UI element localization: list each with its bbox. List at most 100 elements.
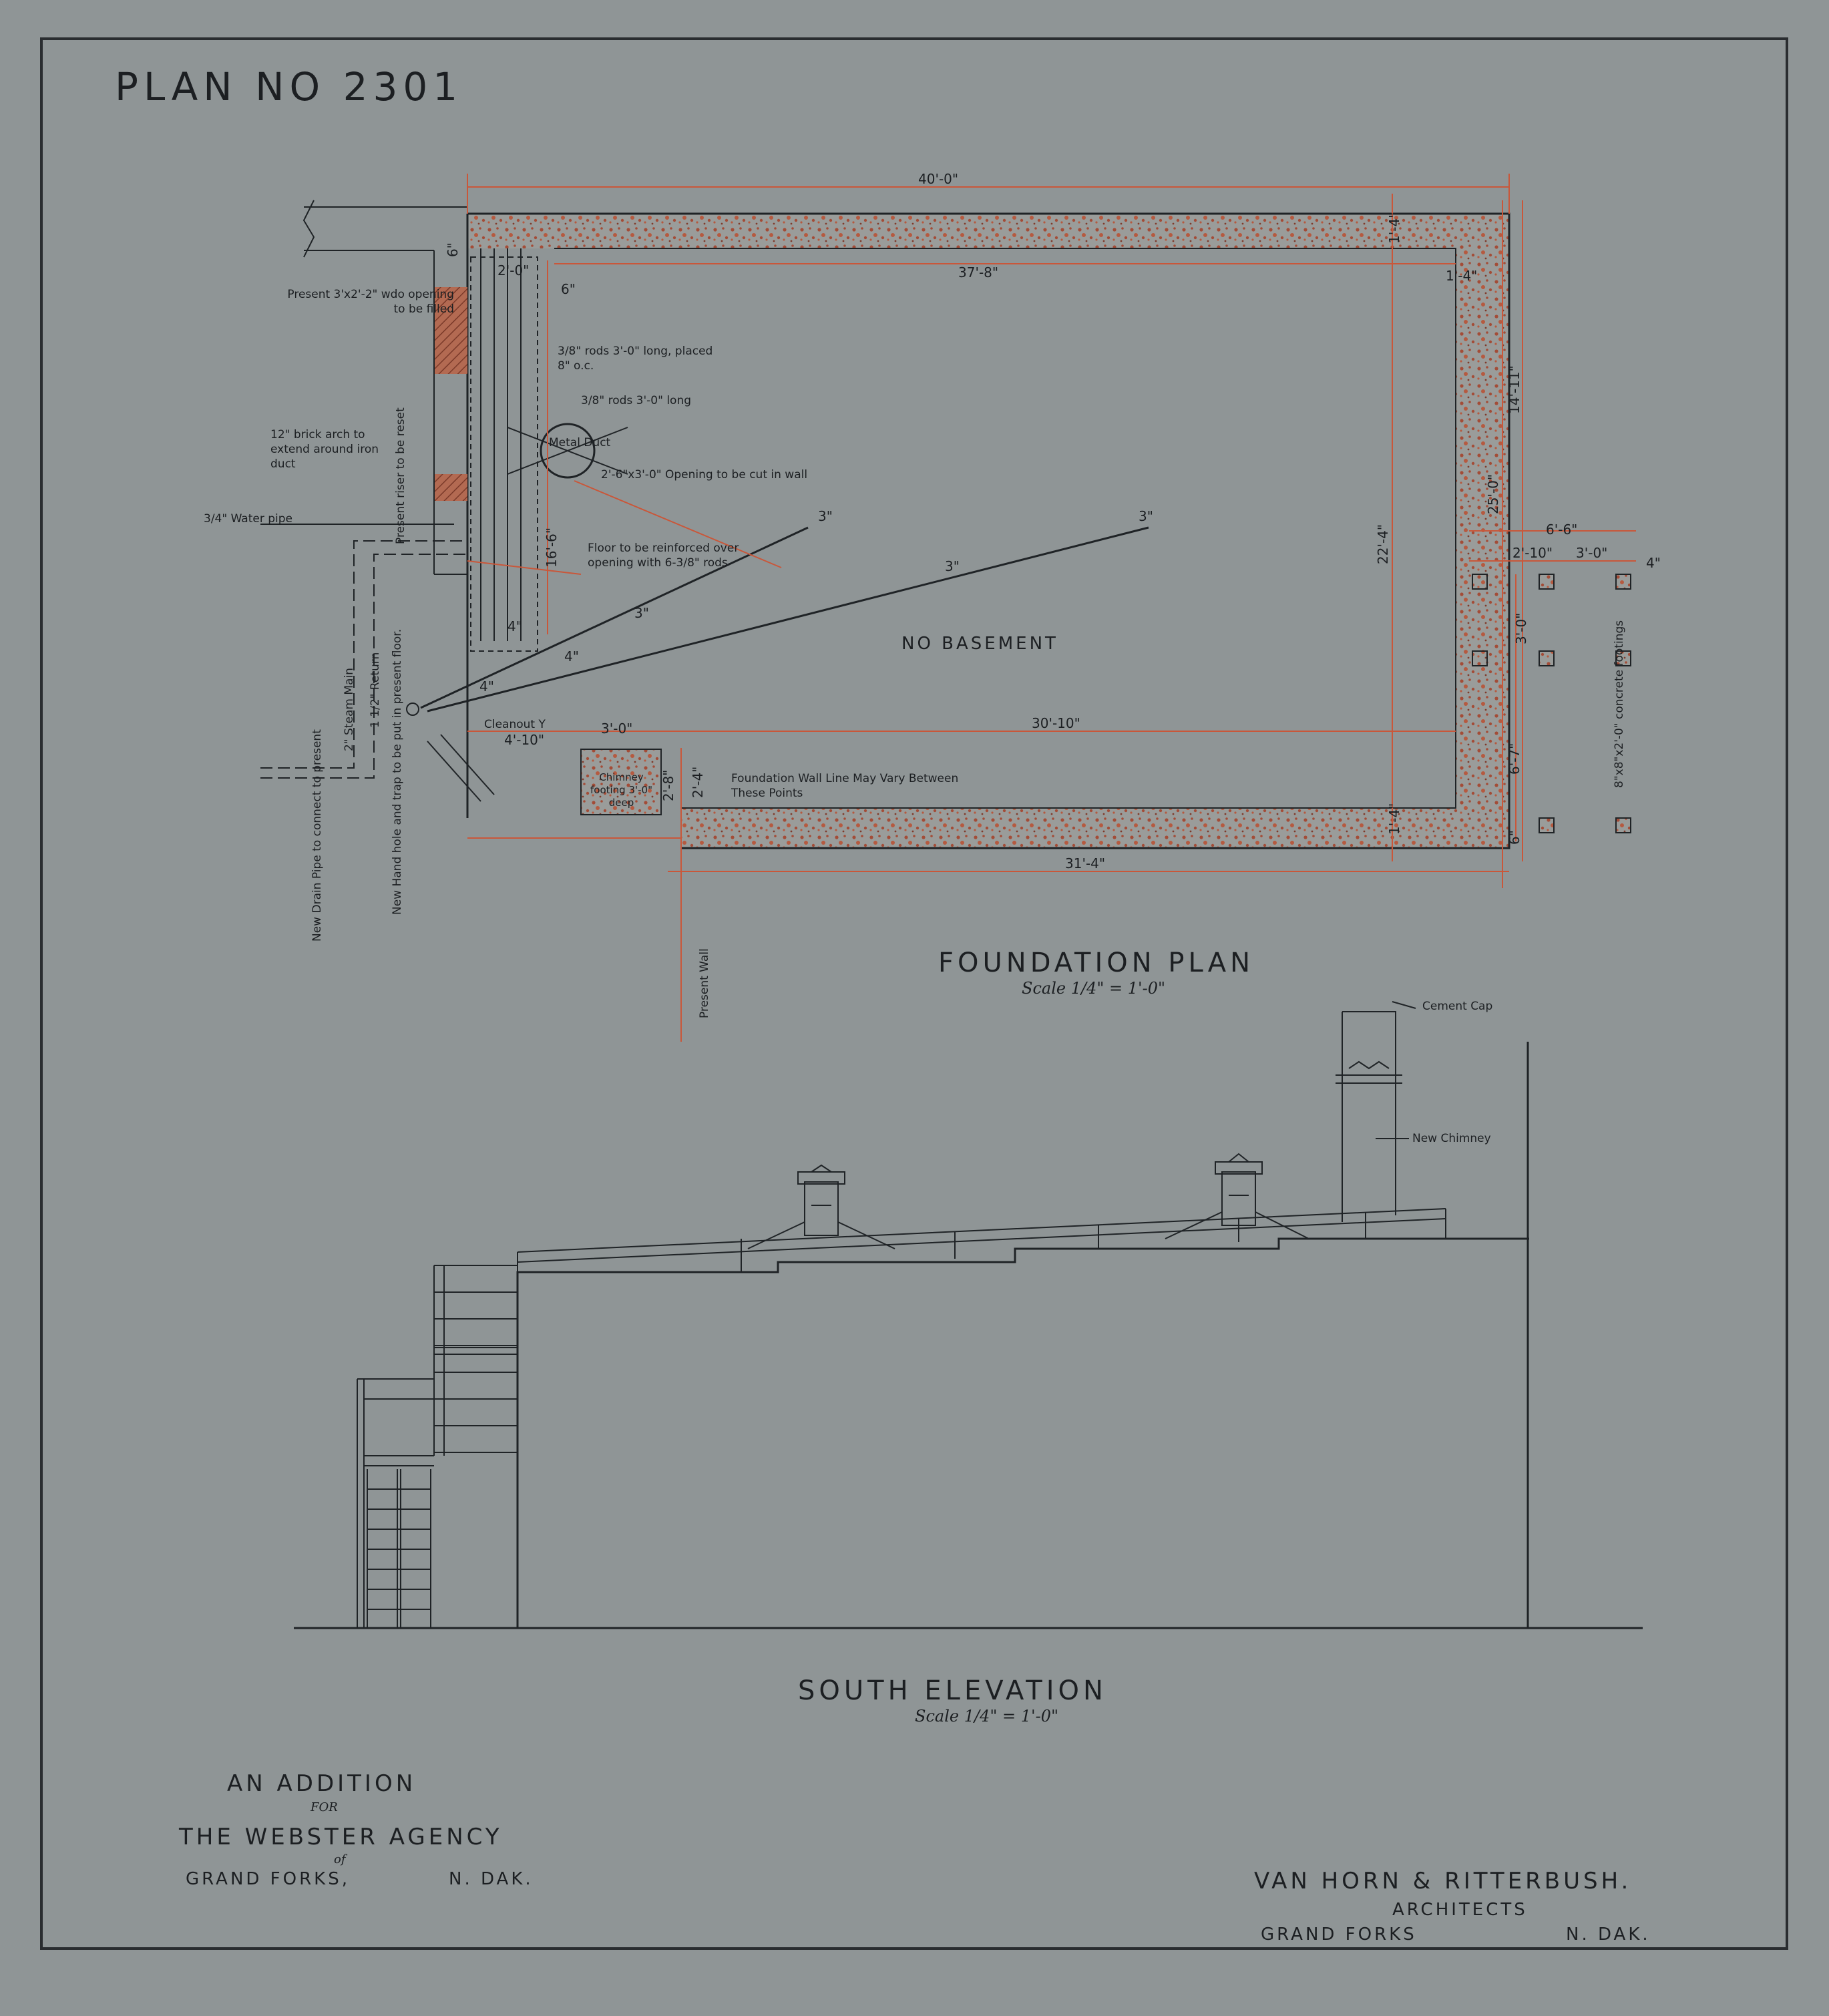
footing [1615, 650, 1631, 666]
dim-height-lower: 6'-7" [1506, 743, 1522, 775]
south-elevation-title: SOUTH ELEVATION [798, 1675, 1107, 1706]
note-return: 1 1/2" Return [369, 652, 382, 728]
dim-four-in: 4" [507, 618, 522, 634]
existing-wall-top [304, 206, 467, 287]
dim-footings-a: 2'-10" [1512, 545, 1553, 561]
dim-chimney-left: 4'-10" [504, 732, 544, 748]
roof-outline [516, 1237, 1529, 1628]
footing [1472, 650, 1488, 666]
metal-duct-label: Metal Duct [549, 436, 611, 449]
footing [1615, 817, 1631, 833]
foundation-plan-title: FOUNDATION PLAN [938, 948, 1254, 978]
footing [1539, 650, 1555, 666]
dim-footings-b: 3'-0" [1576, 545, 1607, 561]
footing [1472, 574, 1488, 590]
dim-pipe-3c: 3" [945, 558, 960, 574]
pipe-3in-a [420, 526, 809, 709]
filled-opening [434, 287, 467, 374]
south-elevation: Cement Cap New Chimney SOUTH ELEVATION S… [294, 1000, 1643, 1726]
present-wall-left [433, 287, 467, 575]
cement-cap-leader [1392, 1001, 1416, 1009]
new-chimney-label: New Chimney [1412, 1132, 1491, 1145]
dim-footings-e: 6" [1506, 830, 1522, 845]
south-elevation-scale: Scale 1/4" = 1'-0" [915, 1707, 1058, 1726]
note-floor-reinforced: Floor to be reinforced over opening with… [588, 542, 739, 570]
dim-pipe-4: 4" [564, 648, 579, 664]
dim-footings-c: 3'-0" [1513, 613, 1529, 644]
title-line-2: FOR [310, 1800, 338, 1814]
parapet-posts [741, 1212, 1366, 1272]
dim-wall-right: 1'-4" [1446, 268, 1477, 284]
title-block: AN ADDITION FOR THE WEBSTER AGENCY of GR… [178, 1770, 534, 1889]
title-city: GRAND FORKS, [186, 1869, 350, 1889]
brick-arch-hatch [434, 474, 467, 501]
dimension-lines [467, 174, 1636, 1042]
dim-wall-top: 1'-4" [1386, 212, 1402, 244]
title-line-3: THE WEBSTER AGENCY [178, 1824, 503, 1850]
title-state: N. DAK. [449, 1869, 534, 1889]
title-line-4: of [334, 1852, 348, 1866]
note-foundation-line: Foundation Wall Line May Vary Between Th… [731, 772, 958, 800]
title-line-1: AN ADDITION [227, 1770, 416, 1797]
note-brick-arch: 12" brick arch to extend around iron duc… [270, 428, 379, 471]
cement-cap-label: Cement Cap [1422, 1000, 1492, 1013]
dim-inner-width: 37'-8" [958, 264, 998, 280]
exterior-stairs [357, 1265, 518, 1628]
pipe-3in-b [427, 526, 1149, 713]
new-chimney [1336, 1011, 1402, 1222]
note-concrete-footings: 8"x8"x2'-0" concrete footings [1613, 620, 1626, 788]
wall-bottom [681, 808, 1509, 848]
no-basement-label: NO BASEMENT [901, 634, 1058, 654]
dim-chimney-depth-b: 2'-8" [660, 770, 676, 801]
rod-lines [480, 248, 522, 641]
dim-footings-width: 6'-6" [1546, 522, 1577, 538]
dim-footings-d: 4" [1646, 555, 1661, 571]
wall-outline-inner [554, 248, 1456, 809]
architect-role: ARCHITECTS [1392, 1900, 1528, 1920]
foundation-plan: Metal Duct [204, 171, 1661, 1042]
foundation-plan-scale: Scale 1/4" = 1'-0" [1022, 979, 1165, 998]
dim-six-in-b: 6" [561, 281, 576, 297]
note-steam-main: 2" Steam Main [343, 668, 356, 751]
note-present-wall: Present Wall [698, 948, 711, 1018]
ventilator-icon [1165, 1153, 1309, 1239]
dim-pipe-3a: 3" [818, 508, 833, 524]
drain-pipe [427, 734, 495, 802]
return-line [260, 554, 467, 779]
dim-height-inner: 22'-4" [1375, 524, 1391, 564]
note-drain-pipe: New Drain Pipe to connect to present [311, 729, 324, 942]
dim-height-upper: 14'-11" [1506, 365, 1522, 414]
parapet-lines [517, 1208, 1446, 1263]
duct-cross-b [507, 427, 628, 475]
note-opening-cut: 2'-6"x3'-0" Opening to be cut in wall [601, 468, 807, 481]
duct-enclosure [470, 256, 538, 652]
note-chimney-footing: Chimney footing 3'-0" deep [590, 771, 652, 809]
note-present-opening: Present 3'x2'-2" wdo opening to be fille… [287, 288, 454, 316]
dim-pipe-3d: 3" [634, 605, 649, 621]
architect-block: VAN HORN & RITTERBUSH. ARCHITECTS GRAND … [1254, 1868, 1651, 1945]
plan-number: PLAN NO 2301 [115, 64, 463, 110]
note-rods-a: 3/8" rods 3'-0" long, placed 8" o.c. [558, 345, 713, 373]
note-water-pipe: 3/4" Water pipe [204, 512, 292, 526]
architect-firm: VAN HORN & RITTERBUSH. [1254, 1868, 1631, 1894]
footing [1615, 574, 1631, 590]
note-hand-hole: New Hand hole and trap to be put in pres… [391, 629, 404, 915]
parapet-ends [517, 1209, 1446, 1272]
break-symbol-icon [302, 200, 315, 258]
dim-overall-width: 40'-0" [918, 171, 958, 187]
dim-bottom-overall: 31'-4" [1065, 855, 1105, 871]
dim-left-small: 2'-0" [497, 262, 529, 278]
dim-pipe-3b: 3" [1139, 508, 1153, 524]
wall-top [467, 214, 1509, 248]
metal-duct-icon [540, 423, 596, 479]
cleanout-icon [406, 702, 419, 716]
architect-state: N. DAK. [1566, 1925, 1651, 1945]
footing [1539, 817, 1555, 833]
architect-city: GRAND FORKS [1261, 1925, 1417, 1945]
steam-main-line [260, 540, 467, 769]
dim-height-total: 25'-0" [1485, 474, 1501, 514]
dim-chimney-depth-a: 2'-4" [690, 767, 706, 798]
dim-left-duct: 16'-6" [544, 528, 560, 568]
